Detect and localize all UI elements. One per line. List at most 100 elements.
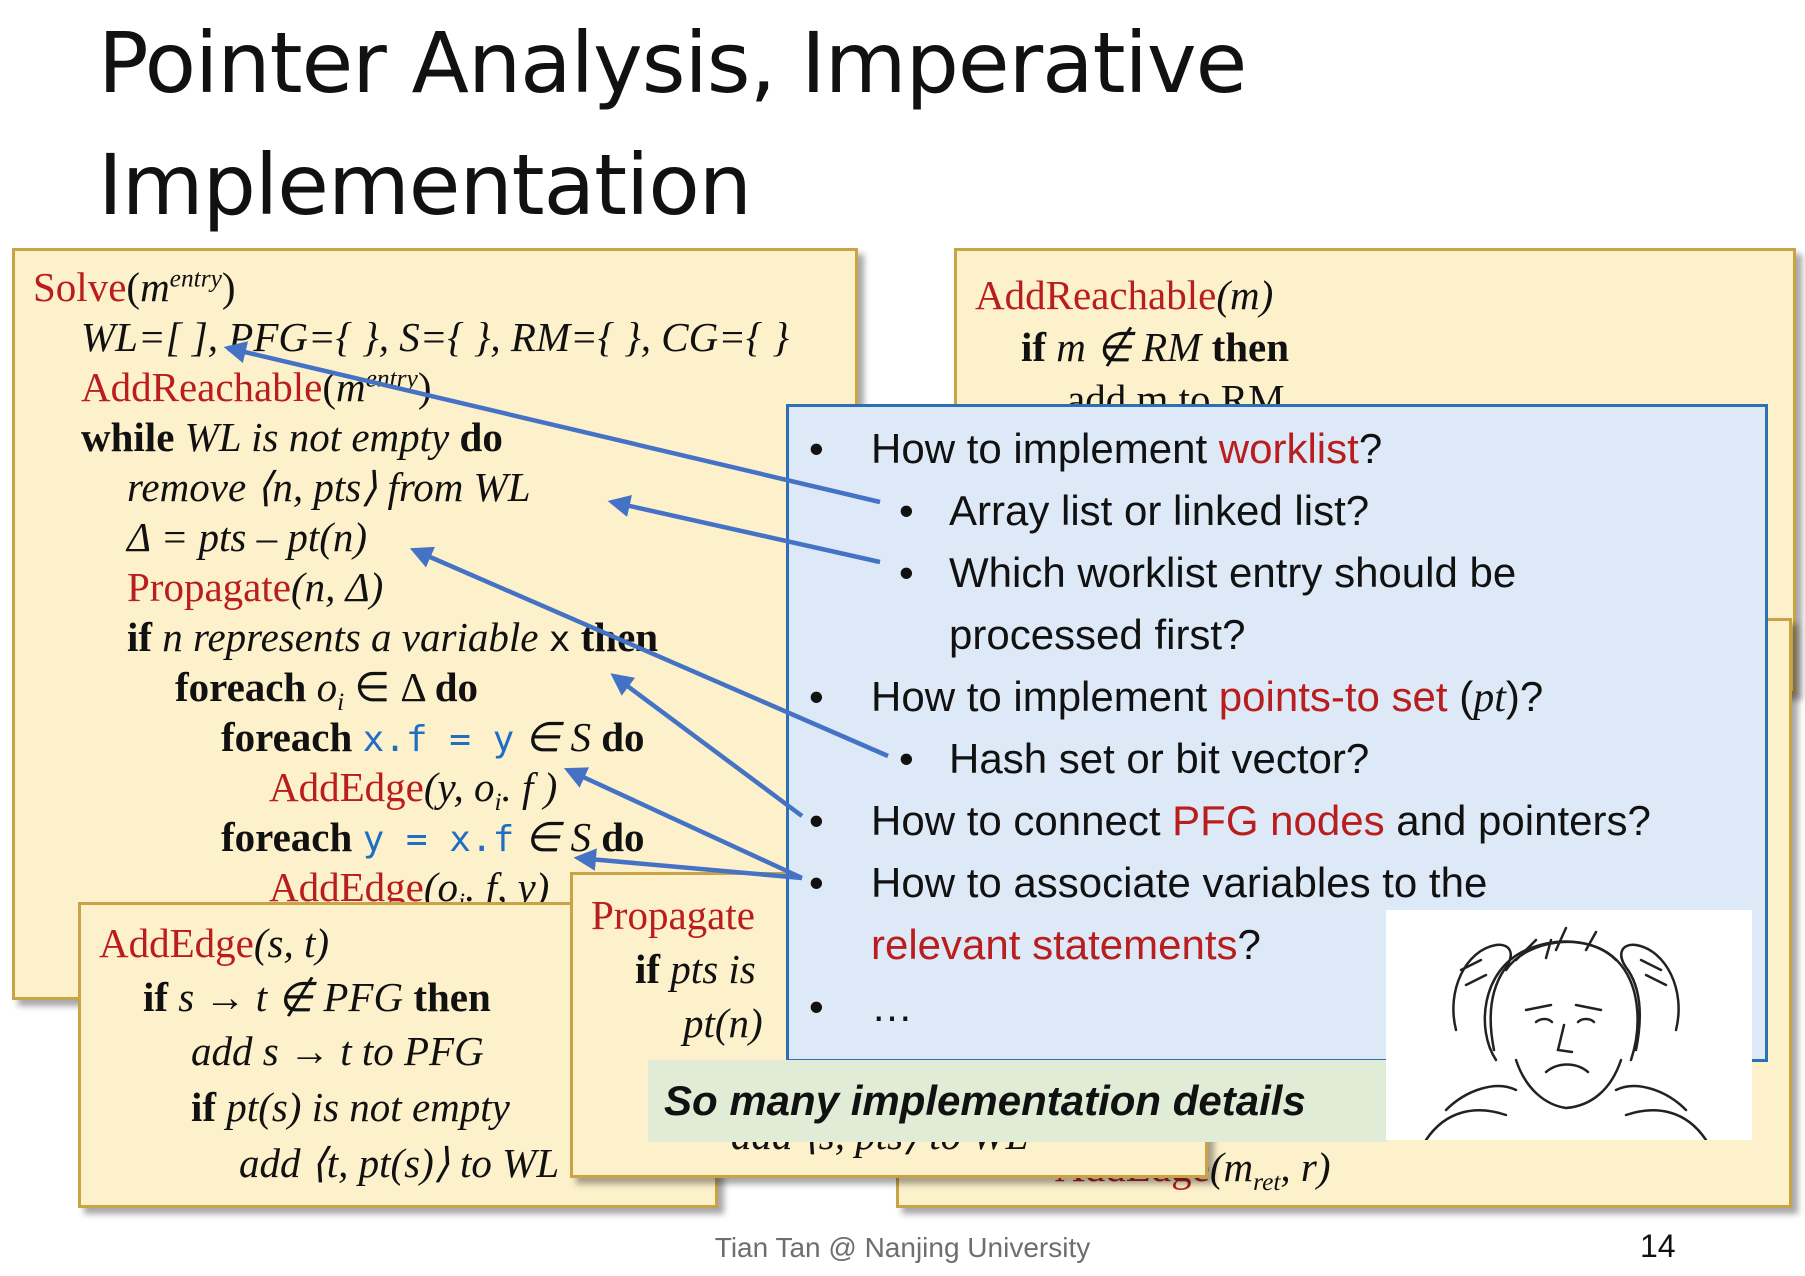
code-line: AddEdge(s, t) <box>99 919 329 967</box>
arg: m <box>140 264 170 310</box>
code-line: if s → t ∉ PFG then <box>143 973 491 1021</box>
code-line: AddReachable(mentry) <box>81 364 432 410</box>
footer-author: Tian Tan @ Nanjing University <box>714 1232 1091 1263</box>
function-name: Propagate <box>591 892 755 938</box>
bullet-associate-variables-cont: relevant statements? <box>871 921 1261 969</box>
highlight-term: PFG nodes <box>1172 797 1385 844</box>
addreachable-code: AddReachable(m) if m ∉ RM then add m to … <box>957 251 1793 691</box>
code-text: pts is <box>660 946 756 992</box>
superscript: entry <box>365 364 418 393</box>
bullet-ellipsis: • … <box>809 983 913 1031</box>
keyword: foreach <box>175 664 307 710</box>
code-line: WL=[ ], PFG={ }, S={ }, RM={ }, CG={ } <box>81 314 789 360</box>
code-line: foreach oi ∈ Δ do <box>175 663 478 717</box>
keyword: do <box>601 814 645 860</box>
function-name: Solve <box>33 264 127 310</box>
function-name: AddReachable <box>81 364 323 410</box>
head-in-hands-meme-icon <box>1386 910 1752 1142</box>
bullet-text: ? <box>1358 425 1383 472</box>
function-name: AddEdge <box>269 764 424 810</box>
keyword: do <box>459 414 503 460</box>
bullet-text: Hash set or bit vector? <box>949 735 1370 782</box>
slide-title: Pointer Analysis, Imperative Implementat… <box>98 2 1247 246</box>
code-text: o <box>306 664 338 710</box>
code-var: x <box>548 619 571 660</box>
bullet-text: and pointers? <box>1384 797 1651 844</box>
code-statement: x.f = y <box>362 719 515 760</box>
arg: m <box>336 364 366 410</box>
function-args: (y, o <box>423 764 495 810</box>
highlight-term: relevant statements <box>871 921 1238 968</box>
keyword: do <box>601 714 645 760</box>
bullet-dot: • <box>809 859 824 906</box>
code-text: n represents a variable <box>152 614 549 660</box>
bullet-dot: • <box>899 487 914 534</box>
sub-bullet-which-entry-cont: processed first? <box>949 611 1246 658</box>
bullet-associate-variables: • How to associate variables to the <box>809 859 1487 907</box>
keyword: if <box>143 974 169 1020</box>
page-number: 14 <box>1640 1228 1676 1264</box>
bullet-dot: • <box>809 425 824 472</box>
keyword: if <box>127 614 153 660</box>
bullet-text: How to associate variables to the <box>871 859 1488 906</box>
code-line: AddEdge(y, oi. f ) <box>269 763 557 817</box>
keyword: if <box>1021 324 1047 370</box>
bullet-dot: • <box>899 735 914 782</box>
sub-bullet-array-list: • Array list or linked list? <box>899 487 1369 535</box>
addedge-code: AddEdge(s, t) if s → t ∉ PFG then add s … <box>81 905 715 1205</box>
function-args: (m <box>1209 1144 1254 1190</box>
bullet-text: How to connect <box>871 797 1173 844</box>
code-line: Propagate(n, Δ) <box>127 563 383 611</box>
keyword: foreach <box>221 814 353 860</box>
function-name: Propagate <box>127 564 291 610</box>
bullet-text: pt <box>1473 675 1506 721</box>
bullet-text: Array list or linked list? <box>949 487 1370 534</box>
bullet-dot: • <box>809 673 824 720</box>
code-line: if pt(s) is not empty <box>191 1083 510 1131</box>
bullet-text: Which worklist entry should be <box>949 549 1517 596</box>
function-name: AddEdge <box>99 920 254 966</box>
highlight-term: points-to set <box>1218 673 1448 720</box>
code-line: if n represents a variable x then <box>127 613 658 661</box>
code-statement: y = x.f <box>362 819 515 860</box>
code-text: ∈ Δ <box>344 664 435 710</box>
code-text: pt(s) is not empty <box>216 1084 510 1130</box>
code-text: s → t ∉ PFG <box>168 974 414 1020</box>
bullet-text: How to implement <box>871 673 1219 720</box>
code-line: pt(n) <box>683 1000 763 1046</box>
keyword: do <box>434 664 479 710</box>
code-line: if pts is <box>635 945 756 993</box>
code-text: m ∉ RM <box>1046 324 1212 370</box>
sub-bullet-which-entry: • Which worklist entry should be <box>899 549 1516 597</box>
bullet-text: ? <box>1237 921 1261 968</box>
code-line: if m ∉ RM then <box>1021 323 1289 371</box>
function-args: (s, t) <box>253 920 330 966</box>
title-line-2: Implementation <box>98 136 752 234</box>
code-text: WL is not empty <box>174 414 460 460</box>
title-line-1: Pointer Analysis, Imperative <box>98 14 1247 112</box>
keyword: if <box>635 946 661 992</box>
meme-drawing <box>1424 926 1708 1142</box>
keyword: if <box>191 1084 217 1130</box>
keyword: while <box>81 414 175 460</box>
code-text: ∈ S <box>514 814 602 860</box>
keyword: foreach <box>221 714 353 760</box>
keyword: then <box>413 974 491 1020</box>
bullet-worklist: • How to implement worklist? <box>809 425 1382 473</box>
implementation-details-note: So many implementation details <box>648 1060 1388 1142</box>
code-line: remove ⟨n, pts⟩ from WL <box>127 464 531 510</box>
code-line: Solve(mentry) <box>33 264 236 310</box>
subscript: i <box>337 688 345 717</box>
function-args-tail: , r) <box>1280 1144 1331 1190</box>
bullet-pfg-nodes: • How to connect PFG nodes and pointers? <box>809 797 1651 845</box>
keyword: then <box>1211 324 1290 370</box>
bullet-text: ( <box>1447 673 1474 720</box>
bullet-dot: • <box>899 549 914 596</box>
code-line: add s → t to PFG <box>191 1028 484 1074</box>
function-args-tail: . f ) <box>501 764 558 810</box>
function-args: (n, Δ) <box>290 564 384 610</box>
code-line: add ⟨t, pt(s)⟩ to WL <box>239 1140 560 1186</box>
bullet-text: )? <box>1505 673 1544 720</box>
code-line: Δ = pts – pt(n) <box>127 514 368 560</box>
highlight-term: worklist <box>1218 425 1359 472</box>
